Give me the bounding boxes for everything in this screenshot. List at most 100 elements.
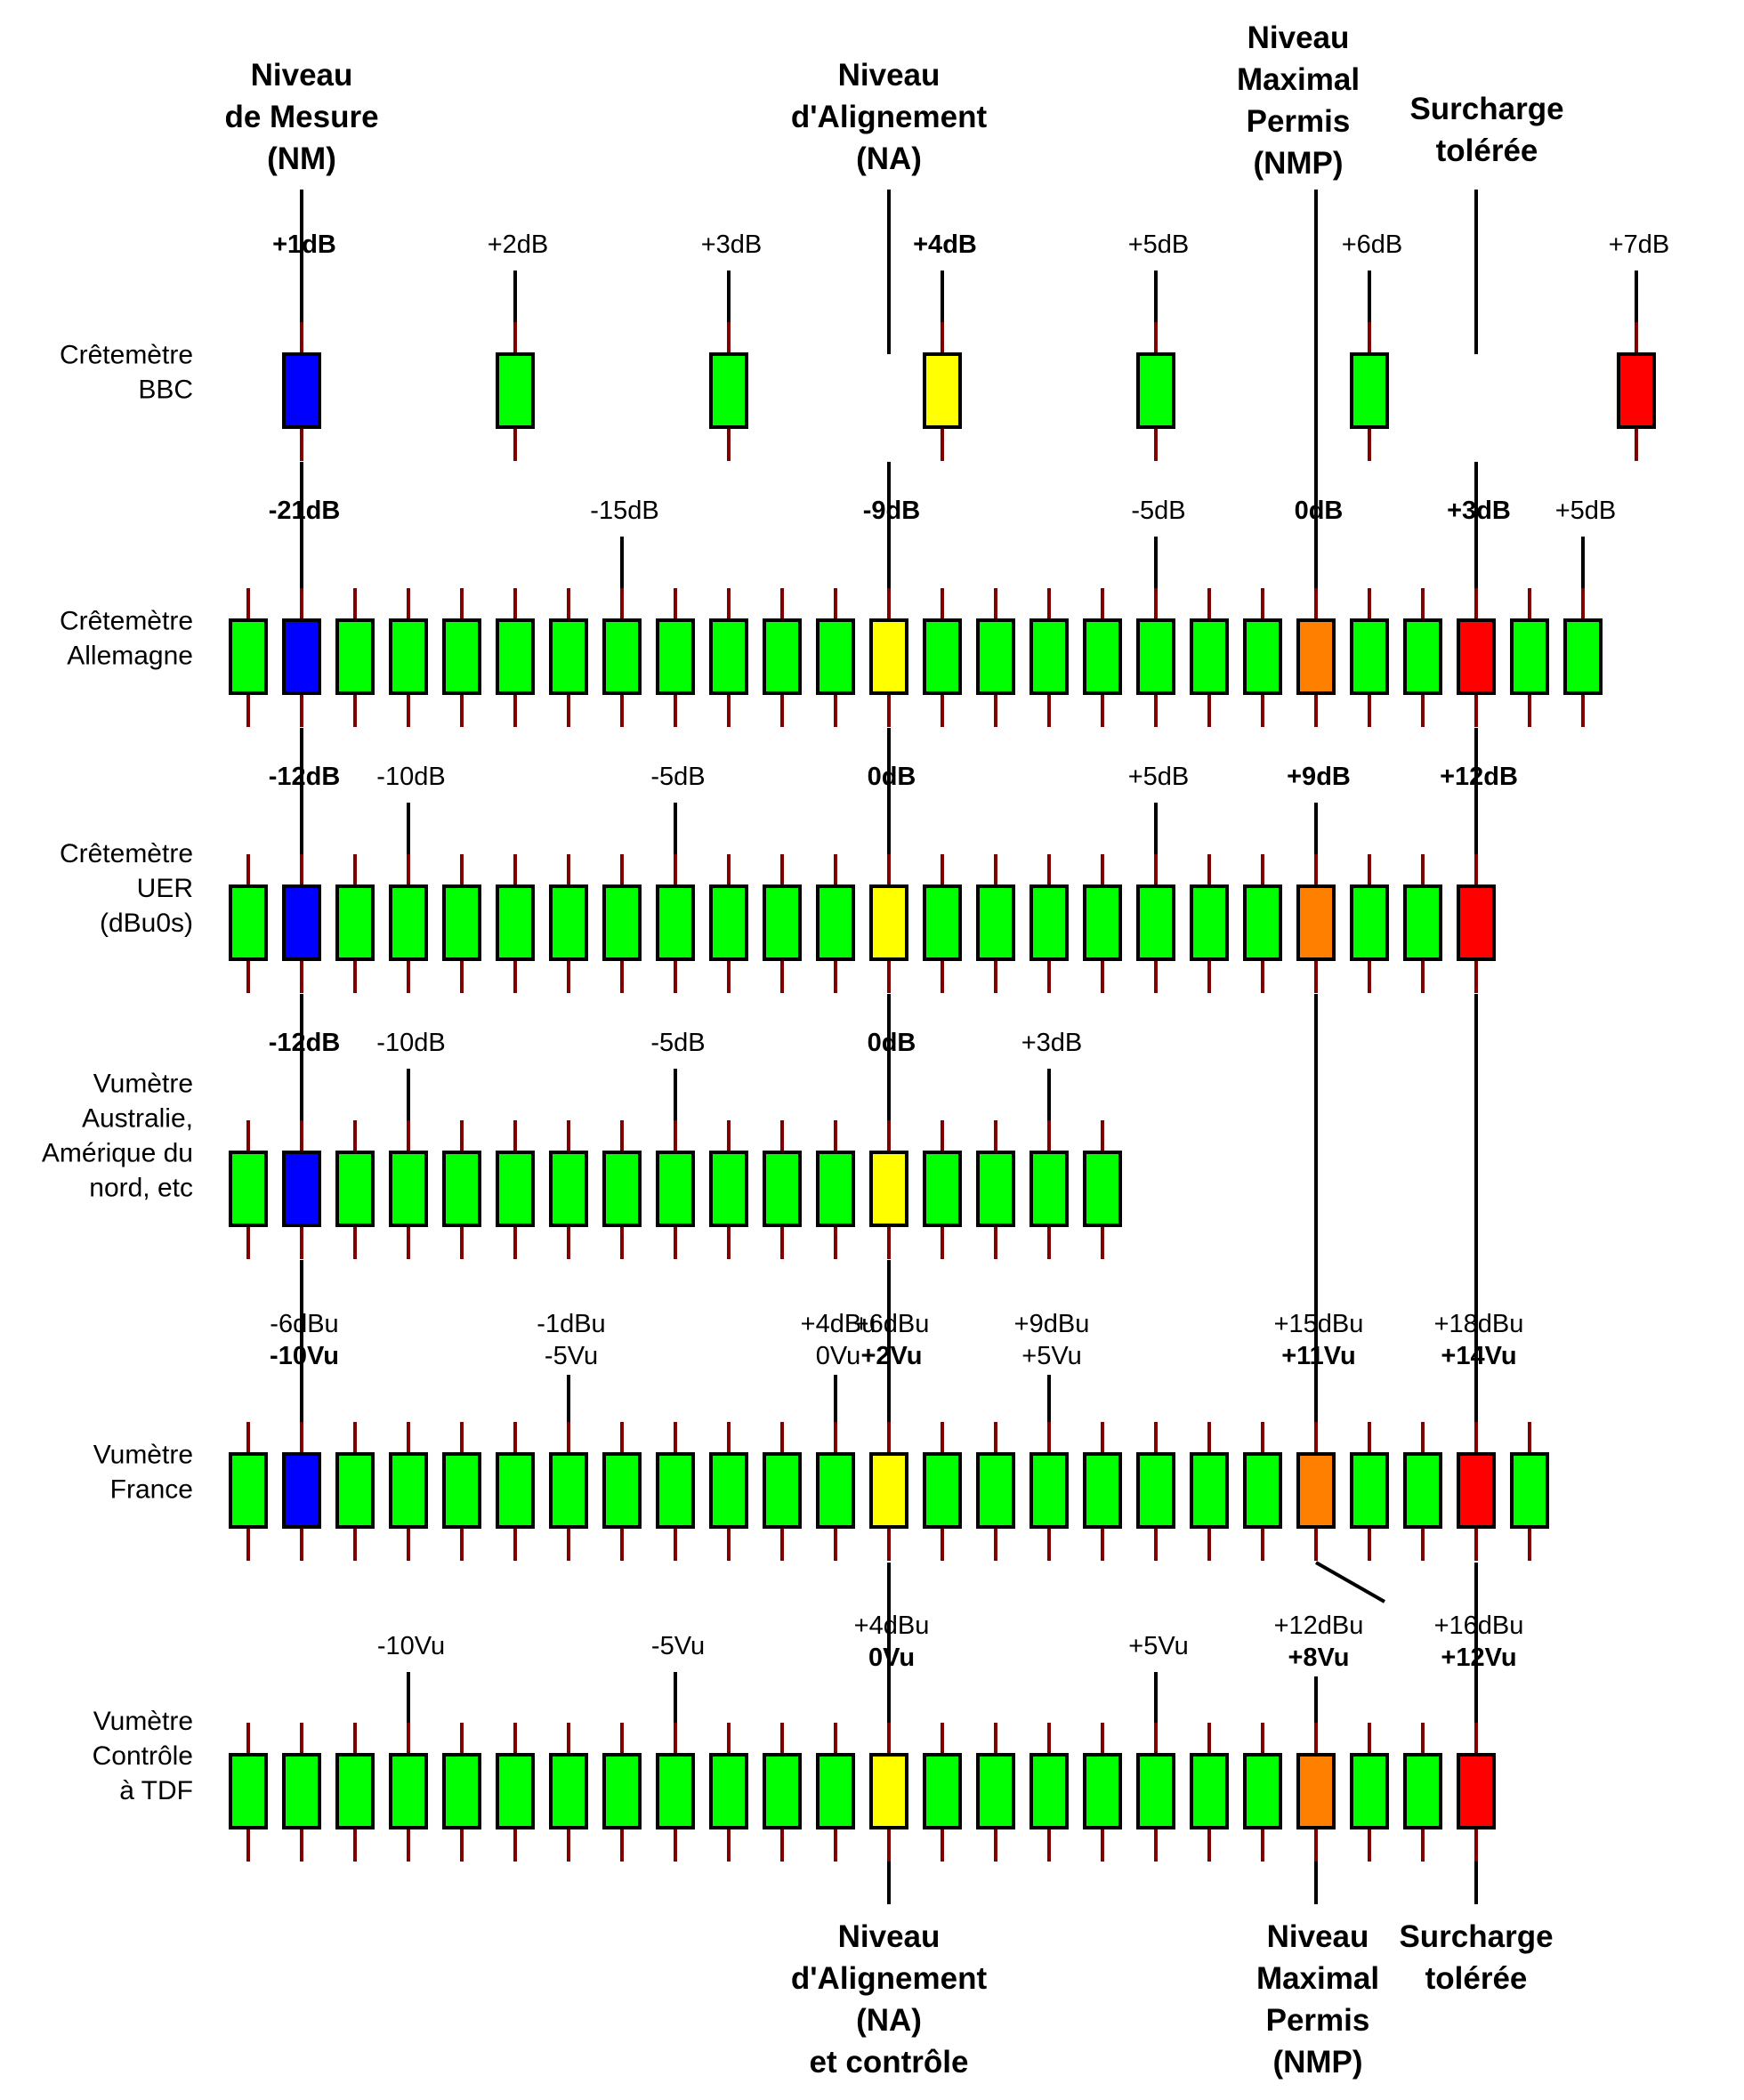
meter-segment — [1510, 1422, 1549, 1561]
meter-segment — [282, 322, 321, 461]
meter-segment — [816, 854, 855, 993]
segment-green — [976, 618, 1015, 695]
segment-green — [1029, 1151, 1069, 1227]
segment-green — [389, 1753, 428, 1829]
segment-green — [1403, 618, 1442, 695]
segment-green — [1083, 618, 1122, 695]
scale-label: -9dB — [863, 497, 920, 525]
meter-label: Vumètre — [93, 1070, 193, 1099]
segment-green — [602, 618, 642, 695]
meter-label: Crêtemètre — [60, 341, 193, 370]
segment-green — [1190, 884, 1229, 961]
segment-green — [1136, 1452, 1175, 1529]
meter-segment — [1296, 588, 1336, 727]
meter-segment — [602, 854, 642, 993]
segment-green — [709, 1753, 748, 1829]
scale-label: -10Vu — [377, 1632, 445, 1660]
segment-green — [442, 1452, 481, 1529]
scale-label: +2Vu — [860, 1342, 922, 1370]
scale-label: -5dB — [1131, 497, 1185, 525]
meter-segment — [869, 588, 908, 727]
segment-green — [1136, 618, 1175, 695]
scale-label: +3dB — [1447, 497, 1511, 525]
scale-label: -10dB — [376, 763, 445, 791]
meter-segment — [976, 854, 1015, 993]
segment-green — [923, 884, 962, 961]
segment-green — [442, 1151, 481, 1227]
segment-green — [976, 1753, 1015, 1829]
segment-green — [763, 884, 802, 961]
segment-green — [442, 884, 481, 961]
segment-green — [442, 1753, 481, 1829]
meter-segment — [1029, 1723, 1069, 1862]
segment-green — [389, 1151, 428, 1227]
meter-segment — [1403, 588, 1442, 727]
meter-segment — [549, 588, 588, 727]
segment-green — [335, 618, 375, 695]
meter-segment — [709, 1723, 748, 1862]
segment-green — [1029, 1452, 1069, 1529]
segment-green — [976, 884, 1015, 961]
segment-green — [816, 618, 855, 695]
scale-label: +3dB — [1021, 1029, 1083, 1057]
scale-label: -1dBu — [537, 1310, 605, 1338]
meter-segment — [1296, 1723, 1336, 1862]
meter-segment — [1190, 588, 1229, 727]
segment-yellow — [869, 1452, 908, 1529]
meter-segment — [1457, 1422, 1496, 1561]
segment-green — [602, 1452, 642, 1529]
meter-segment — [389, 588, 428, 727]
scale-label: +18dBu — [1434, 1310, 1524, 1338]
scale-label: +6dBu — [854, 1310, 930, 1338]
meter-segment — [442, 1120, 481, 1259]
segment-green — [1190, 1753, 1229, 1829]
meter-segment — [869, 1422, 908, 1561]
meter-segment — [763, 1422, 802, 1561]
meter-segment — [1136, 854, 1175, 993]
meter-segment — [976, 588, 1015, 727]
segment-green — [1083, 884, 1122, 961]
segment-green — [549, 1753, 588, 1829]
header-nmp: (NMP) — [1253, 146, 1343, 181]
scale-label: 0dB — [868, 763, 916, 791]
scale-label: +9dB — [1287, 763, 1351, 791]
segment-green — [602, 1151, 642, 1227]
segment-green — [389, 1452, 428, 1529]
segment-green — [923, 1151, 962, 1227]
segment-green — [1136, 352, 1175, 429]
segment-green — [1029, 618, 1069, 695]
meter-segment — [923, 1723, 962, 1862]
meter-segment — [976, 1120, 1015, 1259]
segment-yellow — [869, 1753, 908, 1829]
meter-label: à TDF — [119, 1776, 193, 1805]
meter-segment — [816, 588, 855, 727]
segment-blue — [282, 884, 321, 961]
meter-segment — [656, 1120, 695, 1259]
segment-green — [602, 1753, 642, 1829]
meter-segment — [1190, 1422, 1229, 1561]
meter-segment — [549, 1422, 588, 1561]
meter-segment — [549, 1723, 588, 1862]
meter-label: UER — [137, 874, 193, 903]
segment-green — [389, 884, 428, 961]
meter-segment — [869, 1120, 908, 1259]
scale-label: +7dB — [1609, 230, 1670, 259]
header-nm: Niveau — [251, 58, 353, 93]
header-na: (NA) — [856, 141, 922, 176]
segment-green — [1029, 1753, 1069, 1829]
meter-segment — [282, 854, 321, 993]
meter-segment — [1029, 1422, 1069, 1561]
meter-segment — [656, 1723, 695, 1862]
meter-segment — [229, 1120, 268, 1259]
segment-green — [656, 884, 695, 961]
scale-label: -10dB — [376, 1029, 445, 1057]
meter-segment — [549, 1120, 588, 1259]
header-nmp-bottom: Niveau — [1267, 1919, 1369, 1954]
segment-orange — [1296, 1452, 1336, 1529]
meter-segment — [1136, 1422, 1175, 1561]
meter-segment — [869, 854, 908, 993]
meter-label: nord, etc — [89, 1174, 193, 1203]
meter-segment — [1029, 854, 1069, 993]
scale-label: +15dBu — [1274, 1310, 1364, 1338]
segment-green — [1403, 1753, 1442, 1829]
